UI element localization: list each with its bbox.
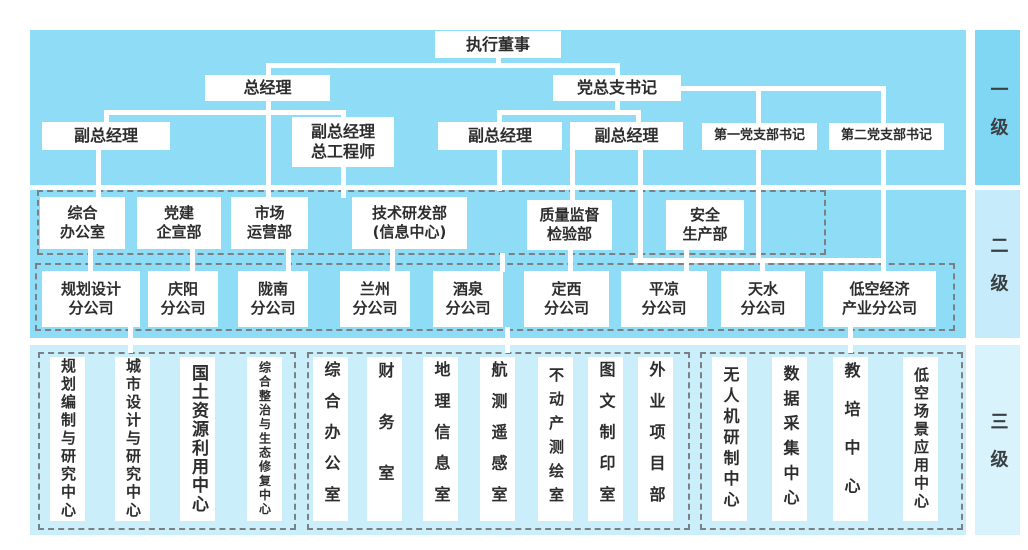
legend-level1-label: 一级 — [987, 79, 1009, 156]
connector — [570, 150, 575, 201]
node-center-eco-restoration: 综合整治与生态修复中心 — [247, 357, 282, 521]
node-dept-quality-inspection: 质量监督 检验部 — [527, 200, 612, 250]
node-branch-dingxi: 定西 分公司 — [524, 271, 609, 327]
low-altitude-centers-group-border — [700, 352, 963, 530]
connector — [636, 110, 641, 122]
connector — [128, 327, 133, 353]
node-branch-pingliang: 平凉 分公司 — [621, 271, 707, 327]
connector — [756, 150, 761, 263]
node-deputy-gm-mid: 副总经理 — [438, 122, 562, 150]
node-branch-jiuquan: 酒泉 分公司 — [433, 271, 503, 327]
connector — [881, 86, 886, 123]
connector — [615, 63, 620, 75]
departments-group-border — [37, 190, 826, 255]
connector — [756, 86, 761, 123]
connector — [881, 258, 886, 272]
node-room-finance: 财务室 — [367, 357, 402, 521]
connector — [684, 250, 689, 272]
node-center-urban-design: 城市设计与研究中心 — [115, 357, 150, 521]
node-center-training: 教培中心 — [833, 357, 868, 521]
planning-centers-group-border — [38, 352, 296, 530]
node-center-low-altitude-scenarios: 低空场景应用中心 — [903, 357, 938, 521]
node-branch-low-altitude-economy: 低空经济 产业分公司 — [823, 271, 936, 327]
node-dept-party-building: 党建 企宣部 — [137, 197, 221, 249]
connector — [341, 167, 346, 198]
node-party-general-branch-secretary: 党总支书记 — [553, 75, 681, 101]
connector — [266, 63, 620, 68]
node-branch-qingyang: 庆阳 分公司 — [148, 271, 218, 327]
node-dept-general-office: 综合 办公室 — [40, 197, 125, 249]
connector — [104, 110, 346, 115]
node-center-data-collection: 数据采集中心 — [772, 357, 807, 521]
node-branch-lanzhou: 兰州 分公司 — [340, 271, 410, 327]
connector — [638, 150, 643, 263]
node-dept-safety-production: 安全 生产部 — [666, 200, 744, 250]
node-room-graphic-printing: 图文制印室 — [588, 357, 623, 521]
node-deputy-gm-left: 副总经理 — [42, 122, 170, 150]
connector — [615, 101, 620, 111]
node-second-party-branch-secretary: 第二党支部书记 — [829, 123, 944, 150]
connector — [497, 110, 502, 122]
connector — [568, 250, 573, 272]
connector — [88, 249, 93, 272]
node-branch-longnan: 陇南 分公司 — [238, 271, 308, 327]
node-center-uav-development: 无人机研制中心 — [712, 357, 747, 521]
legend-level2-label: 二级 — [987, 236, 1009, 312]
legend-level3-label: 三级 — [987, 412, 1009, 488]
connector — [633, 258, 886, 263]
branches-group-border — [35, 263, 955, 331]
connector — [104, 110, 109, 122]
production-rooms-group-border — [307, 352, 690, 530]
connector — [500, 253, 505, 272]
connector — [341, 110, 346, 118]
connector — [497, 150, 502, 191]
node-room-general-office: 综合办公室 — [313, 357, 348, 521]
connector — [96, 150, 101, 198]
connector — [190, 249, 195, 272]
connector — [681, 86, 886, 91]
connector — [760, 258, 765, 272]
node-general-manager: 总经理 — [205, 75, 330, 101]
node-executive-director: 执行董事 — [435, 31, 561, 58]
connector — [390, 249, 395, 272]
node-dept-market-operations: 市场 运营部 — [231, 197, 308, 249]
node-room-real-estate-surveying: 不动产测绘室 — [538, 357, 573, 521]
node-first-party-branch-secretary: 第一党支部书记 — [702, 123, 817, 150]
node-deputy-gm-right: 副总经理 — [570, 122, 683, 150]
connector — [286, 249, 291, 272]
legend-level2: 二级 — [975, 190, 1020, 338]
node-center-planning-compilation: 规划编制与研究中心 — [50, 357, 85, 521]
node-branch-planning-design: 规划设计 分公司 — [42, 271, 140, 327]
connector — [266, 101, 271, 197]
connector — [505, 327, 510, 353]
node-room-aerial-remote-sensing: 航测遥感室 — [480, 357, 515, 521]
node-dept-field-projects: 外业项目部 — [638, 357, 673, 521]
node-branch-tianshui: 天水 分公司 — [721, 271, 805, 327]
legend-level1: 一级 — [975, 30, 1020, 185]
node-room-geographic-info: 地理信息室 — [423, 357, 458, 521]
connector — [497, 110, 641, 115]
node-dept-tech-rnd-info-center: 技术研发部 (信息中心) — [352, 197, 467, 249]
legend-level3: 三级 — [975, 345, 1020, 535]
connector — [848, 327, 853, 353]
node-center-land-resources: 国土资源利用中心 — [180, 357, 215, 521]
connector — [881, 150, 886, 263]
connector — [266, 63, 271, 75]
node-deputy-gm-chief-engineer: 副总经理 总工程师 — [292, 117, 394, 167]
